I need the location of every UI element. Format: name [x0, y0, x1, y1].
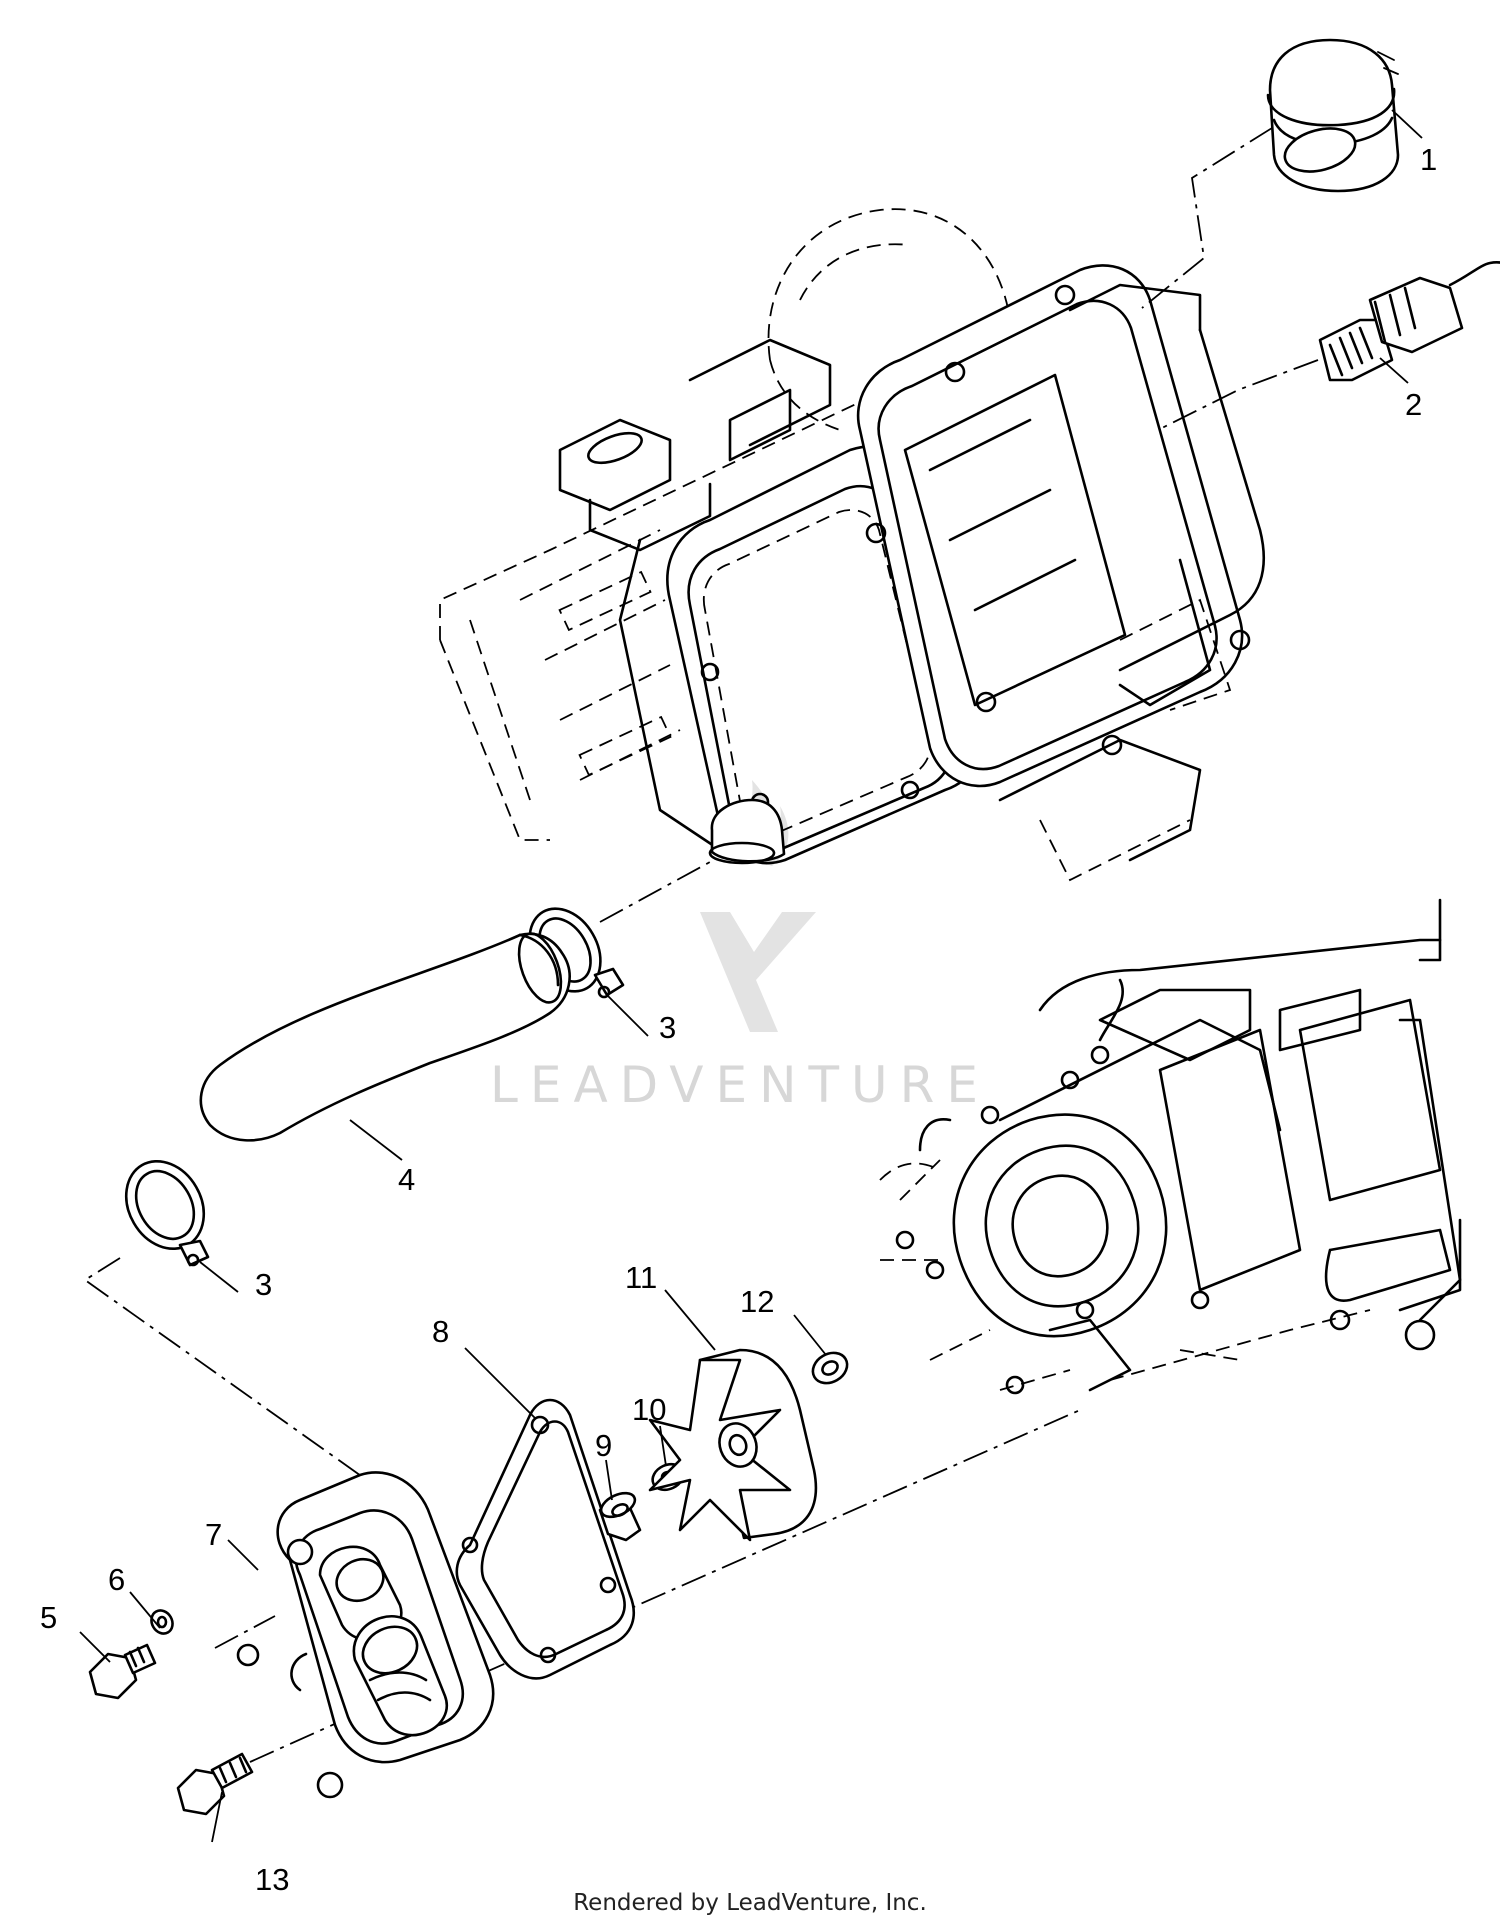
callout-4: 4 [398, 1162, 415, 1197]
part-2-temp-sensor [1318, 261, 1500, 382]
centerline-bolt-13 [249, 1716, 351, 1763]
part-11-impeller [648, 1348, 818, 1542]
callout-1: 1 [1420, 142, 1437, 177]
callout-2: 2 [1405, 387, 1422, 422]
callout-6: 6 [108, 1562, 125, 1597]
callout-8: 8 [432, 1314, 449, 1349]
callout-5: 5 [40, 1600, 57, 1635]
part-8-gasket [455, 1398, 636, 1680]
part-3-hose-clamp-lower [124, 1159, 210, 1267]
callout-3-upper: 3 [659, 1010, 676, 1045]
part-9-bolt [598, 1491, 642, 1542]
callout-7: 7 [205, 1517, 222, 1552]
centerline-bolt-5 [214, 1615, 276, 1649]
part-4-coolant-hose [199, 932, 571, 1142]
part-5-bolt [88, 1643, 157, 1700]
watermark-text: LEADVENTURE [490, 1056, 990, 1114]
centerline-clamp-upper [599, 861, 711, 923]
callout-3-lower: 3 [255, 1267, 272, 1302]
callouts: 1 2 3 4 3 5 6 7 8 9 10 11 12 13 [40, 142, 1437, 1897]
part-6-washer [150, 1609, 174, 1635]
callout-10: 10 [632, 1392, 666, 1427]
leader-lines [79, 109, 1423, 1843]
part-12-seal [811, 1351, 849, 1385]
footer-credit: Rendered by LeadVenture, Inc. [573, 1890, 927, 1916]
callout-13: 13 [255, 1862, 289, 1897]
callout-12: 12 [740, 1284, 774, 1319]
centerline-clamp-lower [83, 1257, 396, 1501]
callout-9: 9 [595, 1428, 612, 1463]
callout-11: 11 [625, 1260, 657, 1295]
crankcase [879, 898, 1462, 1395]
part-1-thermostat-cap [1266, 38, 1400, 193]
cylinder-head [439, 208, 1266, 882]
centerline-part-2 [1157, 359, 1319, 431]
watermark: LEADVENTURE [490, 780, 990, 1114]
centerline-part-1 [1141, 127, 1273, 309]
part-7-pump-cover [236, 1471, 495, 1799]
part-13-bolt [176, 1752, 254, 1816]
